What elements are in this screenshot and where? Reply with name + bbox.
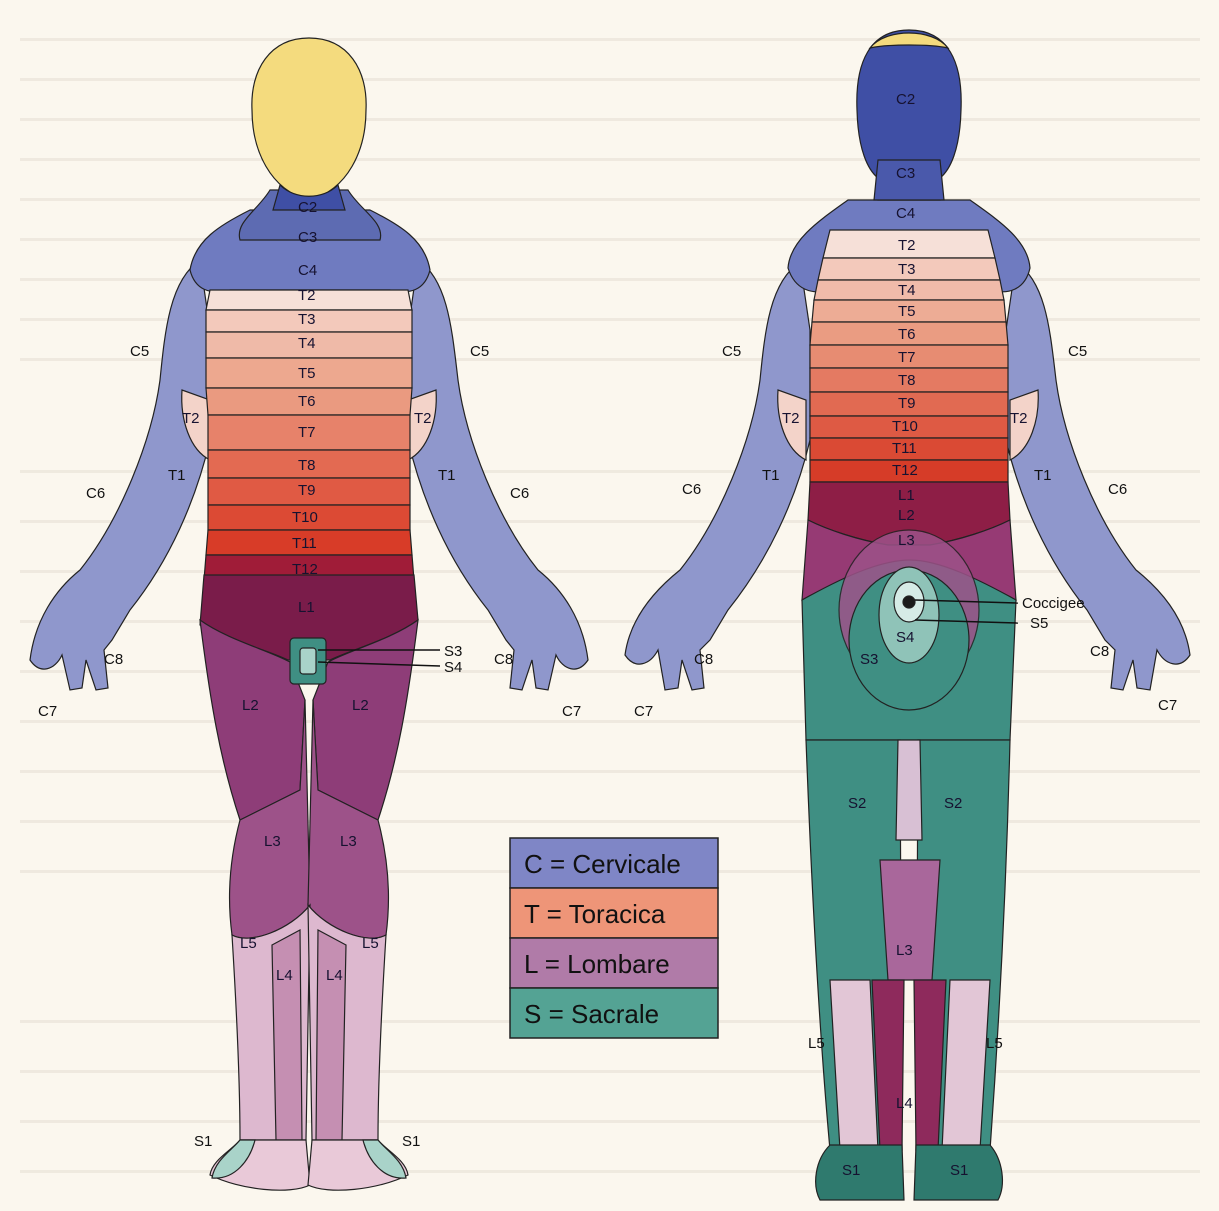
front-label-t6: T6 <box>298 393 316 410</box>
back-label-coccyx: Coccigee <box>1022 595 1085 612</box>
front-label-t8: T8 <box>298 457 316 474</box>
front-label-l5-right: L5 <box>362 935 379 952</box>
front-label-s1-left: S1 <box>194 1133 212 1150</box>
back-label-t5: T5 <box>898 303 916 320</box>
back-label-c5-right: C5 <box>1068 343 1087 360</box>
front-label-s3: S3 <box>444 643 462 660</box>
front-label-l5-left: L5 <box>240 935 257 952</box>
front-label-c8-left: C8 <box>104 651 123 668</box>
back-label-l5-left: L5 <box>808 1035 825 1052</box>
legend-text-lombare: L = Lombare <box>524 949 670 979</box>
back-label-c7-left: C7 <box>634 703 653 720</box>
back-label-t10: T10 <box>892 418 918 435</box>
back-label-l1: L1 <box>898 487 915 504</box>
back-label-s5: S5 <box>1030 615 1048 632</box>
front-label-l4-left: L4 <box>276 967 293 984</box>
front-label-l2-left: L2 <box>242 697 259 714</box>
back-label-c5-left: C5 <box>722 343 741 360</box>
back-label-s1-right: S1 <box>950 1162 968 1179</box>
front-label-t2-left-arm: T2 <box>182 410 200 427</box>
front-label-c8-right: C8 <box>494 651 513 668</box>
front-label-l3-right: L3 <box>340 833 357 850</box>
front-label-t10: T10 <box>292 509 318 526</box>
front-label-t1-left: T1 <box>168 467 186 484</box>
back-label-l5-right: L5 <box>986 1035 1003 1052</box>
back-label-l3: L3 <box>898 532 915 549</box>
back-label-s1-left: S1 <box>842 1162 860 1179</box>
back-label-t3: T3 <box>898 261 916 278</box>
legend-text-sacrale: S = Sacrale <box>524 999 659 1029</box>
front-label-t12: T12 <box>292 561 318 578</box>
front-label-c7-right: C7 <box>562 703 581 720</box>
legend: C = Cervicale T = Toracica L = Lombare S… <box>510 838 718 1038</box>
front-genital-s4 <box>300 648 316 674</box>
back-label-l3-leg: L3 <box>896 942 913 959</box>
front-label-t7: T7 <box>298 424 316 441</box>
back-label-t2-right-arm: T2 <box>1010 410 1028 427</box>
back-label-c8-left: C8 <box>694 651 713 668</box>
front-label-c6-left: C6 <box>86 485 105 502</box>
front-label-l2-right: L2 <box>352 697 369 714</box>
back-label-t2: T2 <box>898 237 916 254</box>
front-label-t2: T2 <box>298 287 316 304</box>
back-l3-calf <box>880 860 940 980</box>
back-label-t4: T4 <box>898 282 916 299</box>
back-label-c7-right: C7 <box>1158 697 1177 714</box>
front-label-t1-right: T1 <box>438 467 456 484</box>
legend-text-toracica: T = Toracica <box>524 899 666 929</box>
back-coccyx-dot <box>903 596 915 608</box>
front-head <box>252 38 366 200</box>
back-label-c8-right: C8 <box>1090 643 1109 660</box>
back-label-t11: T11 <box>892 440 917 457</box>
back-label-c4: C4 <box>896 205 915 222</box>
front-label-c2: C2 <box>298 199 317 216</box>
front-label-l4-right: L4 <box>326 967 343 984</box>
front-label-c6-right: C6 <box>510 485 529 502</box>
back-label-s2-right: S2 <box>944 795 962 812</box>
back-label-t12: T12 <box>892 462 918 479</box>
back-label-t6: T6 <box>898 326 916 343</box>
front-right-l4 <box>316 930 346 1140</box>
front-label-s4: S4 <box>444 659 462 676</box>
legend-text-cervicale: C = Cervicale <box>524 849 681 879</box>
back-left-arm <box>625 262 810 690</box>
back-label-c2: C2 <box>896 91 915 108</box>
front-label-t11: T11 <box>292 535 317 552</box>
front-label-l3-left: L3 <box>264 833 281 850</box>
back-label-t2-left-arm: T2 <box>782 410 800 427</box>
back-label-c6-left: C6 <box>682 481 701 498</box>
back-label-t9: T9 <box>898 395 916 412</box>
front-label-c7-left: C7 <box>38 703 57 720</box>
front-label-t5: T5 <box>298 365 316 382</box>
back-label-t7: T7 <box>898 349 916 366</box>
front-left-l4 <box>272 930 302 1140</box>
back-label-t1-right: T1 <box>1034 467 1052 484</box>
front-label-c5-right: C5 <box>470 343 489 360</box>
back-label-t8: T8 <box>898 372 916 389</box>
front-label-c4: C4 <box>298 262 317 279</box>
front-label-l1: L1 <box>298 599 315 616</box>
back-label-s3: S3 <box>860 651 878 668</box>
front-label-c5-left: C5 <box>130 343 149 360</box>
back-label-c3: C3 <box>896 165 915 182</box>
back-label-l4: L4 <box>896 1095 913 1112</box>
back-label-s4: S4 <box>896 629 914 646</box>
front-label-s1-right: S1 <box>402 1133 420 1150</box>
back-label-s2-left: S2 <box>848 795 866 812</box>
front-label-t4: T4 <box>298 335 316 352</box>
front-label-t9: T9 <box>298 482 316 499</box>
back-inner-thigh-light <box>896 740 922 840</box>
front-label-c3: C3 <box>298 229 317 246</box>
back-label-t1-left: T1 <box>762 467 780 484</box>
back-label-l2: L2 <box>898 507 915 524</box>
front-label-t2-right-arm: T2 <box>414 410 432 427</box>
back-label-c6-right: C6 <box>1108 481 1127 498</box>
front-right-arm <box>408 260 588 690</box>
front-label-t3: T3 <box>298 311 316 328</box>
